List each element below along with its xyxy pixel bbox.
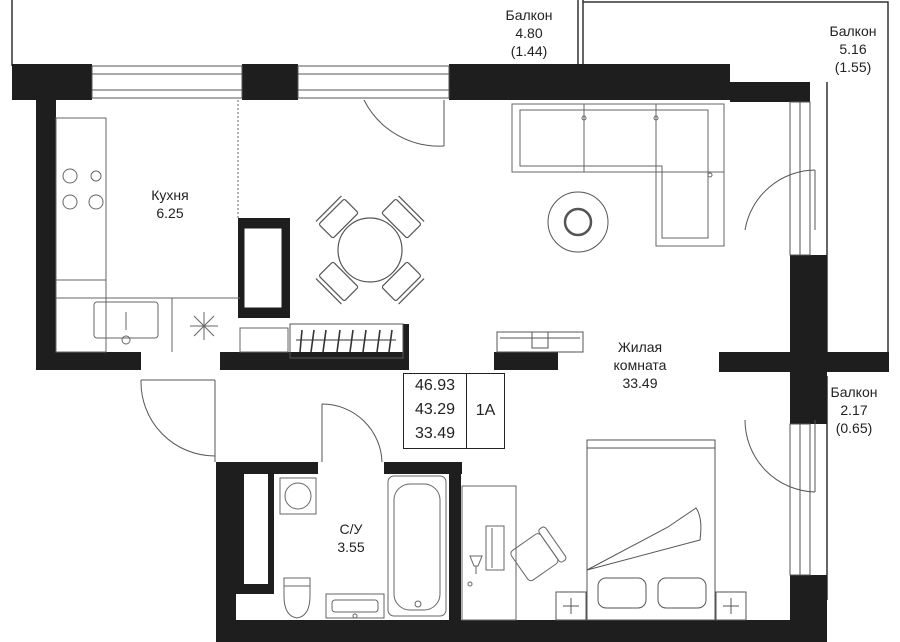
living-area: 33.49	[414, 425, 456, 442]
wall-closet-right	[403, 324, 409, 370]
toilet	[283, 577, 311, 619]
room-name-line2: комната	[613, 357, 667, 373]
wall-left-top	[36, 100, 56, 370]
balcony-right-bottom-label: Балкон 2.17 (0.65)	[819, 383, 889, 437]
fridge-mark	[190, 312, 218, 340]
nightstand	[555, 591, 587, 621]
wardrobe	[289, 323, 404, 359]
wall-bath-left	[216, 462, 236, 642]
washing-machine	[279, 477, 317, 515]
wall-top-right	[449, 64, 730, 100]
room-area: 4.80	[515, 25, 543, 41]
room-coef: (0.65)	[835, 420, 873, 436]
desk	[461, 485, 567, 621]
room-name: Балкон	[829, 23, 877, 39]
area-summary-box: 46.93 43.29 33.49 1А	[403, 373, 505, 449]
stove-burner	[90, 170, 102, 182]
wall-top-corner	[730, 82, 810, 102]
windows	[91, 65, 811, 576]
wall-bath-top	[216, 462, 318, 474]
room-area: 3.55	[337, 539, 365, 555]
nightstand	[715, 591, 747, 621]
tv-unit	[496, 331, 584, 353]
pillow	[657, 577, 707, 609]
stove-burner	[62, 194, 78, 210]
stove-burner	[62, 168, 78, 184]
kitchen-label: Кухня 6.25	[135, 186, 205, 222]
wall-bottom	[216, 620, 816, 642]
room-coef: (1.55)	[834, 59, 872, 75]
room-area: 5.16	[839, 41, 867, 57]
balcony-right-top-label: Балкон 5.16 (1.55)	[818, 22, 888, 76]
bathroom-label: С/У 3.55	[316, 520, 386, 556]
coffee-table	[547, 191, 609, 253]
total-area: 46.93	[414, 377, 456, 394]
sofa	[511, 103, 725, 247]
kitchen-furniture	[55, 100, 289, 353]
room-name: Кухня	[151, 187, 189, 203]
balcony-top-label: Балкон 4.80 (1.44)	[494, 6, 564, 60]
wall-right-pillar	[790, 255, 827, 353]
bed	[555, 439, 747, 621]
room-area: 2.17	[840, 402, 868, 418]
room-area: 6.25	[156, 205, 184, 221]
wall-right-pillar-2	[790, 372, 827, 424]
room-name-line1: Жилая	[617, 339, 663, 355]
walls	[12, 64, 889, 642]
wall-top-pillar	[242, 64, 298, 100]
room-name: Балкон	[505, 7, 553, 23]
no-balcony-area: 43.29	[414, 401, 456, 418]
wall-top-left	[12, 64, 92, 100]
apartment-type: 1А	[475, 402, 496, 419]
stove-burner	[88, 194, 104, 210]
desk-chair	[510, 526, 567, 582]
bathroom-fixtures	[279, 475, 447, 619]
desk-lamp	[469, 555, 483, 574]
living-room-label: Жилая комната 33.49	[600, 338, 680, 392]
wall-bath-right	[449, 462, 461, 622]
dining-table	[337, 217, 403, 283]
wall-kitchen-bottom	[36, 352, 141, 370]
dining-set	[315, 195, 425, 305]
wall-right-mid	[719, 352, 889, 372]
room-name: Балкон	[830, 384, 878, 400]
sink	[93, 301, 159, 339]
doors	[140, 99, 816, 493]
pillow	[597, 577, 647, 609]
laptop	[485, 525, 505, 571]
wall-tv	[494, 352, 558, 370]
room-area: 33.49	[622, 375, 658, 391]
area-values: 46.93 43.29 33.49	[404, 374, 467, 448]
wall-kitchen-bottom-2	[220, 352, 403, 370]
room-name: С/У	[339, 521, 363, 537]
wall-bath-top-2	[384, 462, 462, 474]
bathtub	[387, 475, 447, 617]
room-coef: (1.44)	[510, 43, 548, 59]
